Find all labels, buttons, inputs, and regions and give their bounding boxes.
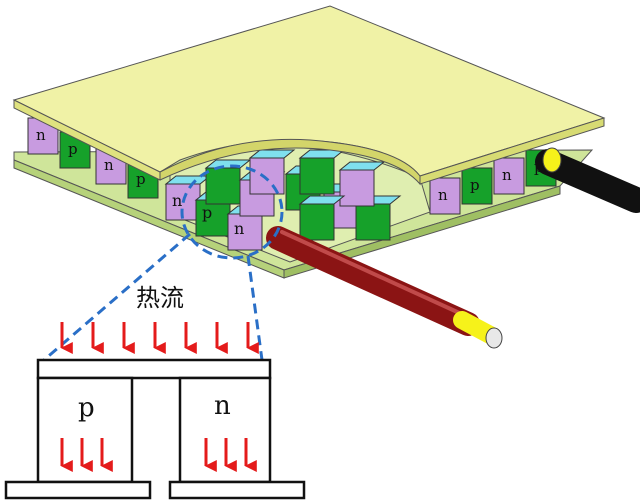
leg-body <box>429 177 461 215</box>
magnifier-circle <box>180 164 284 260</box>
leg-body <box>355 203 391 241</box>
leg-body <box>461 167 493 205</box>
guide-line-left <box>43 232 191 362</box>
cutaway-leg <box>248 149 296 195</box>
cutaway-leg-label: n <box>234 219 244 238</box>
front-leg-n: n <box>493 157 525 195</box>
cutaway-leg-label: p <box>202 203 212 222</box>
heat-flow-label: 热流 <box>136 284 184 312</box>
leg-label: n <box>438 186 448 204</box>
leg-body <box>249 157 285 195</box>
top-plate <box>12 5 606 186</box>
leg-label: n <box>104 156 114 174</box>
cutaway-leg-label: n <box>172 191 182 210</box>
heat-flow-arrows-bottom <box>60 438 257 472</box>
leg-body <box>205 167 241 205</box>
leg-label: n <box>36 126 46 144</box>
inset-top-bar <box>36 358 272 380</box>
heat-flow-arrows-top <box>60 322 259 354</box>
cutaway-leg-array: n p n <box>164 149 402 251</box>
red-wire-highlight <box>280 230 468 318</box>
inset-schematic: 热流 p n <box>4 284 306 500</box>
black-wire-tip <box>542 147 562 173</box>
conductor-cap <box>298 195 346 205</box>
cutaway-leg <box>226 205 274 251</box>
leg-label: p <box>470 176 480 194</box>
bottom-plate-side <box>283 185 561 279</box>
leg-body <box>227 213 263 251</box>
black-wire <box>535 149 640 213</box>
inset-n-label: n <box>214 391 231 421</box>
inset-bottom-bar-left <box>4 480 152 500</box>
leg-body <box>493 157 525 195</box>
leg-label: p <box>136 170 146 188</box>
cutaway-leg <box>298 195 346 241</box>
inset-bottom-bar-right <box>168 480 306 500</box>
guide-line-right <box>246 255 264 361</box>
top-plate-cut-edge <box>159 138 421 186</box>
red-wire-tip <box>485 327 503 349</box>
cutaway-interior: n p n <box>164 147 431 263</box>
inset-p-label: p <box>78 393 95 423</box>
leg-label: n <box>502 166 512 184</box>
leg-body <box>299 157 335 195</box>
front-leg-n: n <box>429 177 461 215</box>
cutaway-leg <box>298 149 346 195</box>
leg-body <box>339 169 375 207</box>
magnifier-callout <box>43 164 284 362</box>
leg-label: p <box>68 140 78 158</box>
leg-body <box>299 203 335 241</box>
leg-body <box>195 199 231 237</box>
red-wire <box>266 226 480 336</box>
front-leg-p: p <box>461 167 493 205</box>
cutaway-leg <box>204 159 252 205</box>
lead-wires <box>266 147 640 349</box>
conductor-cap <box>248 149 296 159</box>
